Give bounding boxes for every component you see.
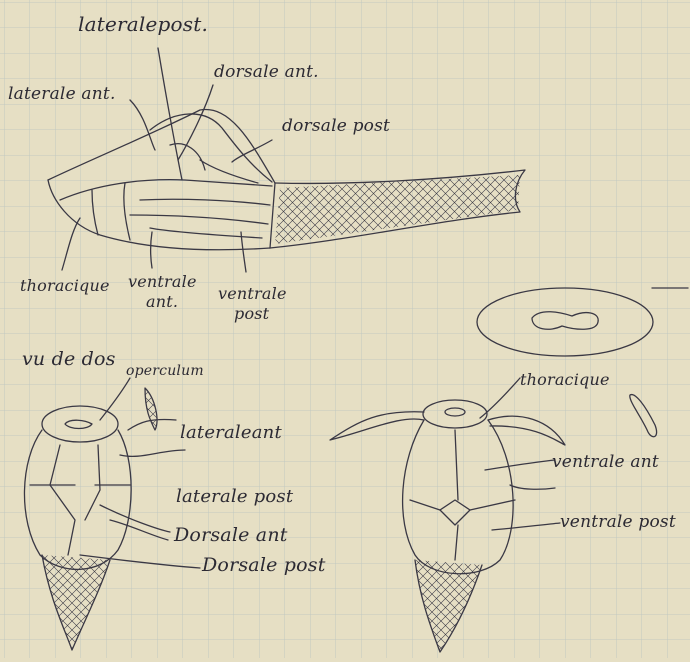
label-laterale-ant-top: laterale ant. (8, 86, 116, 103)
label-laterale-post-dorsal: laterale post (176, 488, 293, 506)
label-ventrale-ant-side-2: ant. (146, 294, 178, 310)
label-operculum: operculum (126, 364, 204, 378)
label-thoracique-ventral: thoracique (520, 372, 610, 388)
label-laterale-post-top: lateralepost. (78, 14, 208, 34)
label-laterale-ant-dorsal: lateraleant (180, 424, 282, 442)
label-ventrale-post-side-2: post (234, 306, 269, 322)
label-thoracique-side: thoracique (20, 278, 110, 294)
label-ventrale-post-side-1: ventrale (218, 286, 287, 302)
label-dorsale-ant-dorsal: Dorsale ant (174, 526, 288, 545)
label-vu-de-dos: vu de dos (22, 350, 116, 369)
label-dorsale-post-dorsal: Dorsale post (202, 556, 326, 575)
label-ventrale-ant-ventral: ventrale ant (552, 454, 659, 471)
label-dorsale-ant-top: dorsale ant. (214, 64, 319, 81)
label-ventrale-post-ventral: ventrale post (560, 514, 676, 531)
label-dorsale-post-top: dorsale post (282, 118, 390, 135)
label-ventrale-ant-side-1: ventrale (128, 274, 197, 290)
